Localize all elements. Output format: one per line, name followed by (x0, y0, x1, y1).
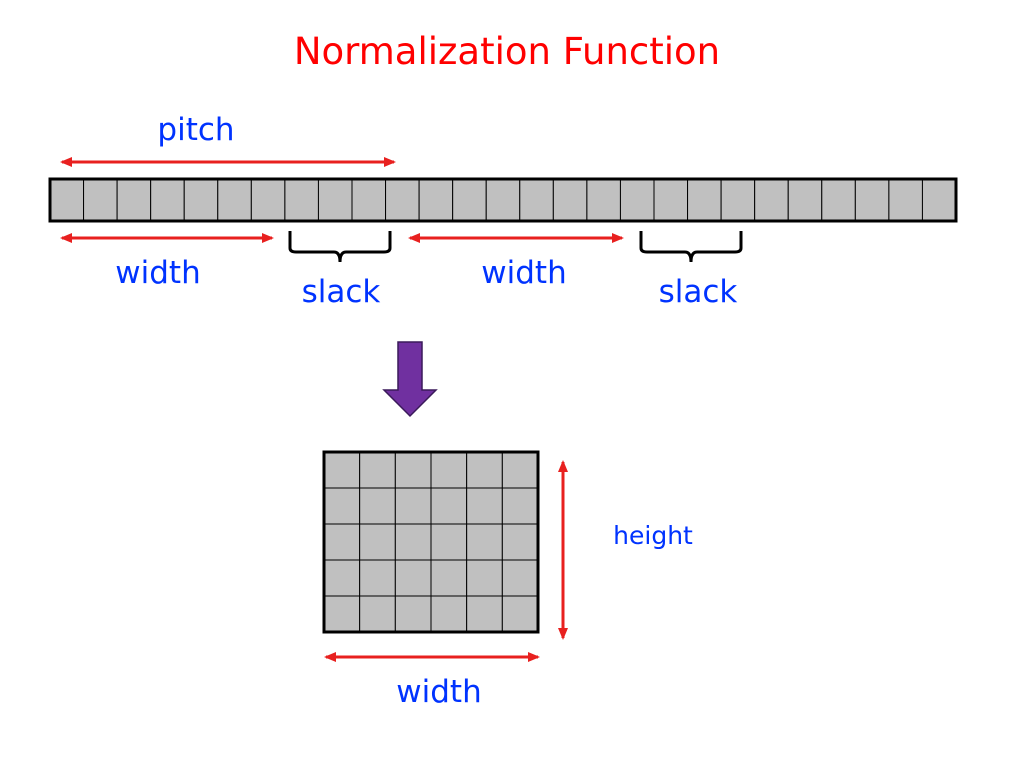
slack-label-1: slack (302, 274, 381, 310)
width-label-2: width (481, 255, 566, 291)
strip-cell (49, 178, 85, 222)
grid-cell (323, 487, 361, 525)
grid-cell (359, 595, 396, 633)
grid-cell (323, 523, 361, 561)
strip-cell (485, 178, 521, 222)
grid-cell (501, 451, 539, 489)
slack-brace-1 (288, 231, 392, 263)
strip-cell (250, 178, 286, 222)
strip-cell (418, 178, 454, 222)
grid-cell (466, 451, 503, 489)
normalized-grid (323, 451, 539, 633)
grid-cell (466, 487, 503, 525)
normalized-grid-border (322, 450, 540, 634)
grid-cell (359, 559, 396, 597)
grid-cell (430, 595, 468, 633)
grid-cell (359, 451, 396, 489)
strip-cell (653, 178, 689, 222)
height-label: height (613, 521, 693, 550)
grid-cell (359, 487, 396, 525)
strip-cell (116, 178, 152, 222)
grid-cell (501, 523, 539, 561)
strip-cell (720, 178, 756, 222)
strip-cell (821, 178, 856, 222)
grid-cell (394, 559, 432, 597)
strip-cell (552, 178, 588, 222)
strip-cell (385, 178, 420, 222)
grid-cell (501, 559, 539, 597)
page-title: Normalization Function (294, 30, 720, 73)
grid-cell (323, 595, 361, 633)
grid-cell (501, 595, 539, 633)
grid-cell (430, 523, 468, 561)
strip-cell (619, 178, 655, 222)
grid-cell (466, 595, 503, 633)
strip-cell (519, 178, 554, 222)
strip-cell (921, 178, 957, 222)
grid-cell (430, 559, 468, 597)
strip-cell (83, 178, 118, 222)
strip-cell (183, 178, 219, 222)
strip-cell (754, 178, 789, 222)
grid-cell (430, 451, 468, 489)
width-label-1: width (115, 255, 200, 291)
grid-cell (466, 559, 503, 597)
grid-cell (394, 523, 432, 561)
grid-cell (323, 451, 361, 489)
grid-cell (394, 451, 432, 489)
down-arrow-icon (382, 341, 438, 418)
width-label-bottom: width (396, 674, 481, 710)
strip-cell (452, 178, 487, 222)
slack-brace-2 (639, 231, 743, 263)
strip-cell (317, 178, 353, 222)
grid-cell (394, 595, 432, 633)
strip-cell (150, 178, 185, 222)
strip-cell (888, 178, 923, 222)
strip-cell (217, 178, 252, 222)
grid-cell (359, 523, 396, 561)
strip-cell (586, 178, 621, 222)
grid-cell (501, 487, 539, 525)
grid-cell (394, 487, 432, 525)
memory-strip (49, 178, 957, 222)
strip-cell (284, 178, 319, 222)
pitch-label: pitch (157, 112, 234, 148)
memory-strip-border (48, 177, 958, 223)
grid-cell (430, 487, 468, 525)
strip-cell (854, 178, 890, 222)
strip-cell (787, 178, 823, 222)
strip-cell (351, 178, 387, 222)
grid-cell (323, 559, 361, 597)
grid-cell (466, 523, 503, 561)
slack-label-2: slack (659, 274, 738, 310)
strip-cell (687, 178, 722, 222)
